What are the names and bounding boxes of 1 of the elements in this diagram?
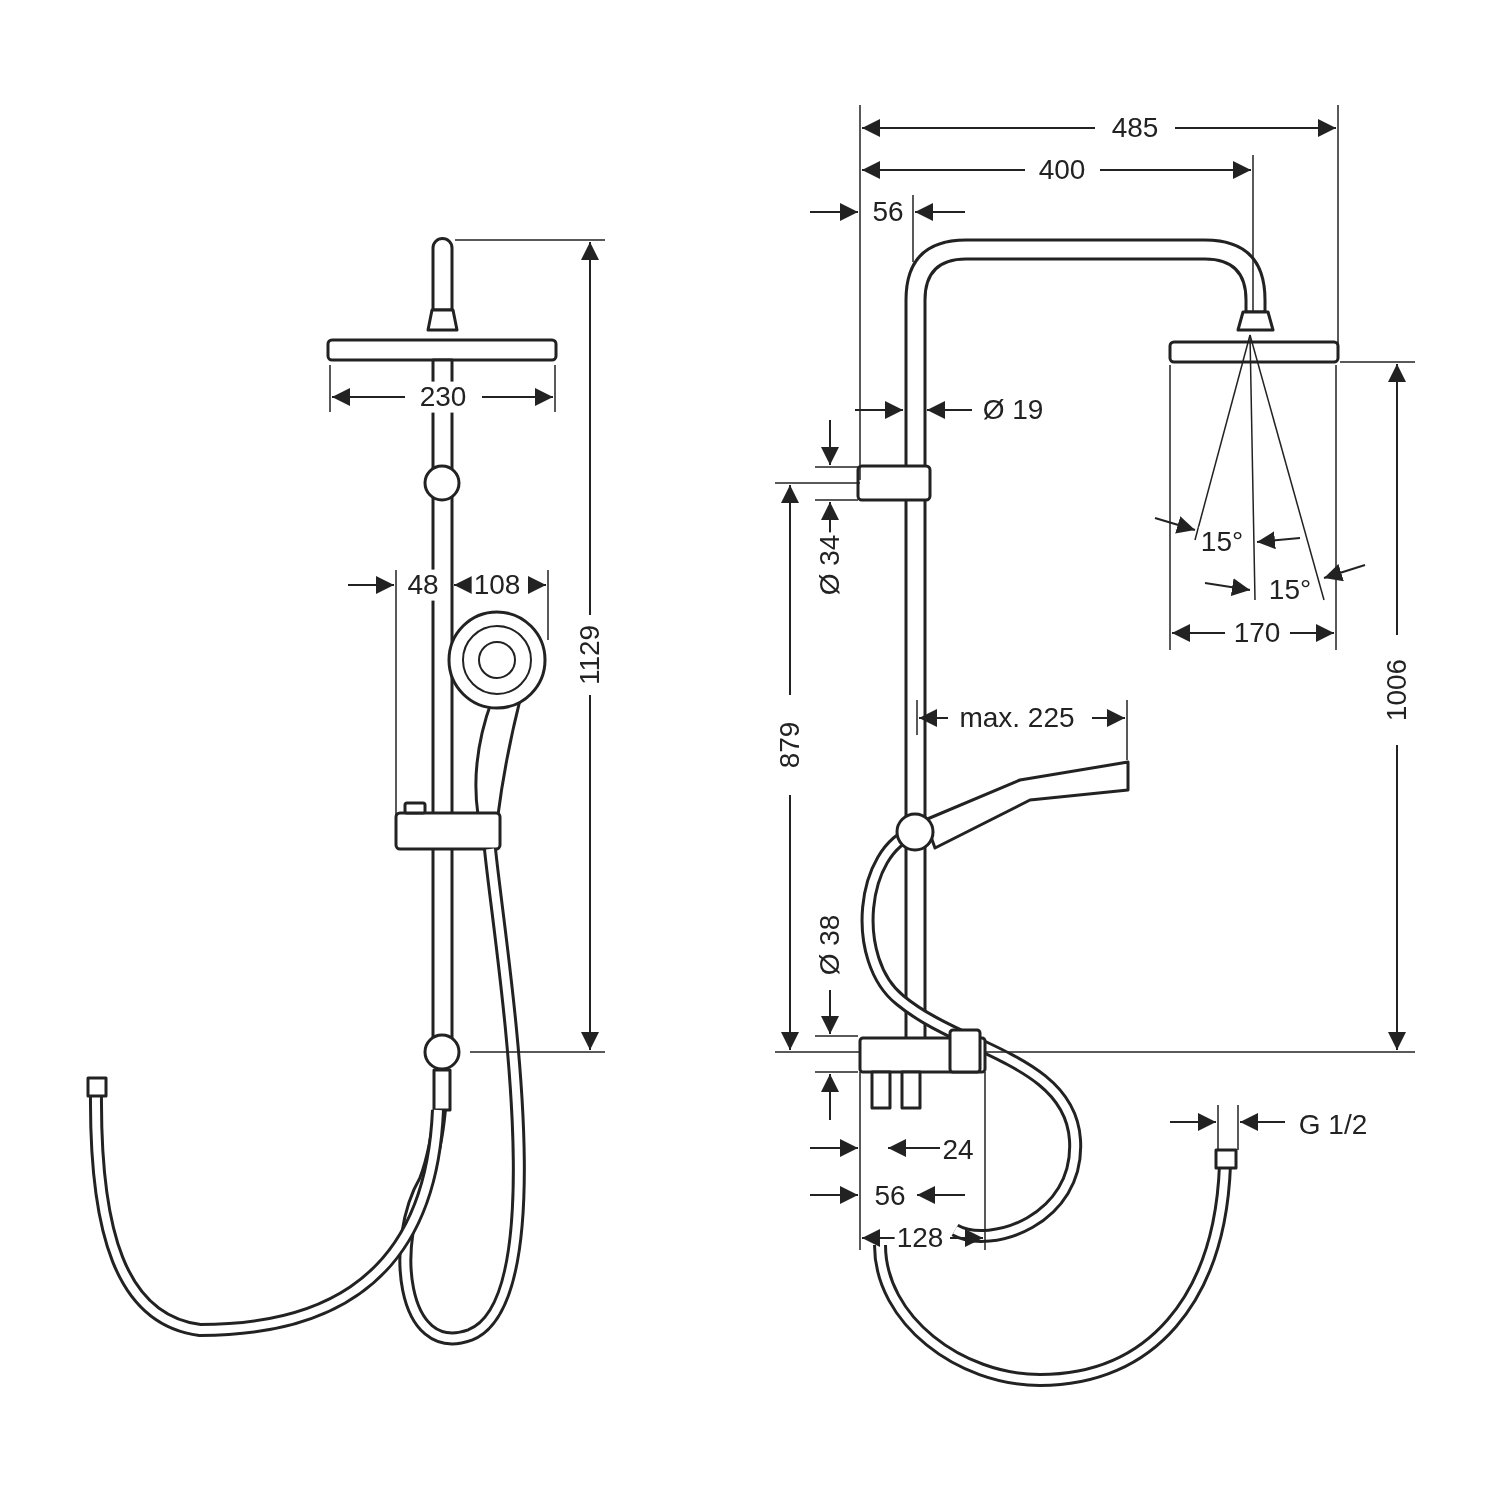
dimension-label: 48 [405, 569, 441, 601]
